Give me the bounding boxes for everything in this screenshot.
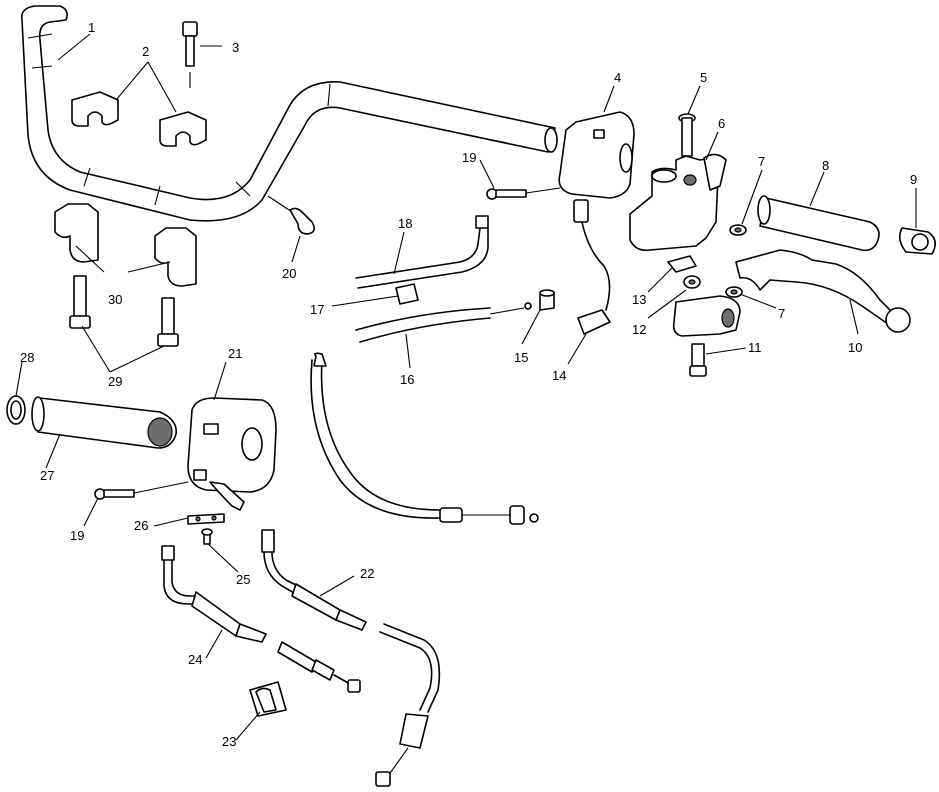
left-grip	[31, 396, 177, 449]
callout-27: 27	[40, 468, 54, 483]
callout-7-lower: 7	[778, 306, 785, 321]
callout-8: 8	[822, 158, 829, 173]
callout-13: 13	[632, 292, 646, 307]
grip-ring	[6, 395, 26, 425]
choke-cable	[355, 215, 489, 289]
callout-24: 24	[188, 652, 202, 667]
callout-7-upper: 7	[758, 154, 765, 169]
callout-4: 4	[614, 70, 621, 85]
callout-19-left: 19	[70, 528, 84, 543]
housing-bracket	[187, 513, 225, 525]
handlebar	[20, 5, 558, 222]
handlebar-clamps-upper	[71, 91, 207, 147]
cable-boot	[395, 283, 419, 305]
callout-23: 23	[222, 734, 236, 749]
callout-12: 12	[632, 322, 646, 337]
callout-16: 16	[400, 372, 414, 387]
throttle-housing	[558, 111, 635, 199]
callout-6: 6	[718, 116, 725, 131]
brake-lever	[735, 249, 911, 333]
brake-cable	[261, 529, 367, 631]
handlebar-risers	[54, 203, 197, 287]
callout-10: 10	[848, 340, 862, 355]
rear-brake-cable	[375, 623, 441, 787]
riser-bolts	[69, 275, 179, 347]
washer-upper	[729, 224, 747, 236]
callout-26: 26	[134, 518, 148, 533]
cable-sleeve	[249, 681, 287, 717]
nut	[683, 275, 701, 289]
bar-end-plug	[898, 227, 936, 255]
leader-lines	[15, 33, 917, 741]
cable-adjuster	[277, 641, 361, 693]
bracket-screw	[201, 528, 213, 545]
lever-clamp-lower	[672, 295, 741, 337]
callout-labels: 1 2 3 4 5 6 7 7 8 9 10 11 12 13 14 15 16…	[20, 20, 917, 749]
brake-switch	[573, 199, 611, 335]
switch-plate	[667, 255, 697, 273]
throttle-cable	[355, 302, 532, 343]
callout-28: 28	[20, 350, 34, 365]
callout-25: 25	[236, 572, 250, 587]
callout-19-right: 19	[462, 150, 476, 165]
callout-29: 29	[108, 374, 122, 389]
cable-ferrule	[539, 289, 555, 311]
callout-22: 22	[360, 566, 374, 581]
callout-18: 18	[398, 216, 412, 231]
housing-screw-left	[94, 481, 189, 500]
callout-30: 30	[108, 292, 122, 307]
master-cylinder	[629, 153, 727, 252]
clamp-bolt	[182, 21, 198, 88]
left-switch-housing	[187, 397, 277, 511]
callout-11: 11	[748, 340, 762, 355]
speedometer-cable	[310, 352, 539, 525]
clutch-cable	[161, 545, 267, 643]
lever-pivot-pin	[678, 113, 696, 157]
washer-lower	[725, 286, 743, 298]
callout-21: 21	[228, 346, 242, 361]
right-grip	[757, 195, 880, 252]
callout-5: 5	[700, 70, 707, 85]
callout-15: 15	[514, 350, 528, 365]
lever-bolt	[689, 343, 747, 377]
callout-14: 14	[552, 368, 566, 383]
callout-20: 20	[282, 266, 296, 281]
callout-3: 3	[232, 40, 239, 55]
callout-1: 1	[88, 20, 95, 35]
housing-screw-right	[486, 187, 561, 200]
callout-9: 9	[910, 172, 917, 187]
callout-17: 17	[310, 302, 324, 317]
callout-2: 2	[142, 44, 149, 59]
cable-clip	[267, 195, 316, 235]
